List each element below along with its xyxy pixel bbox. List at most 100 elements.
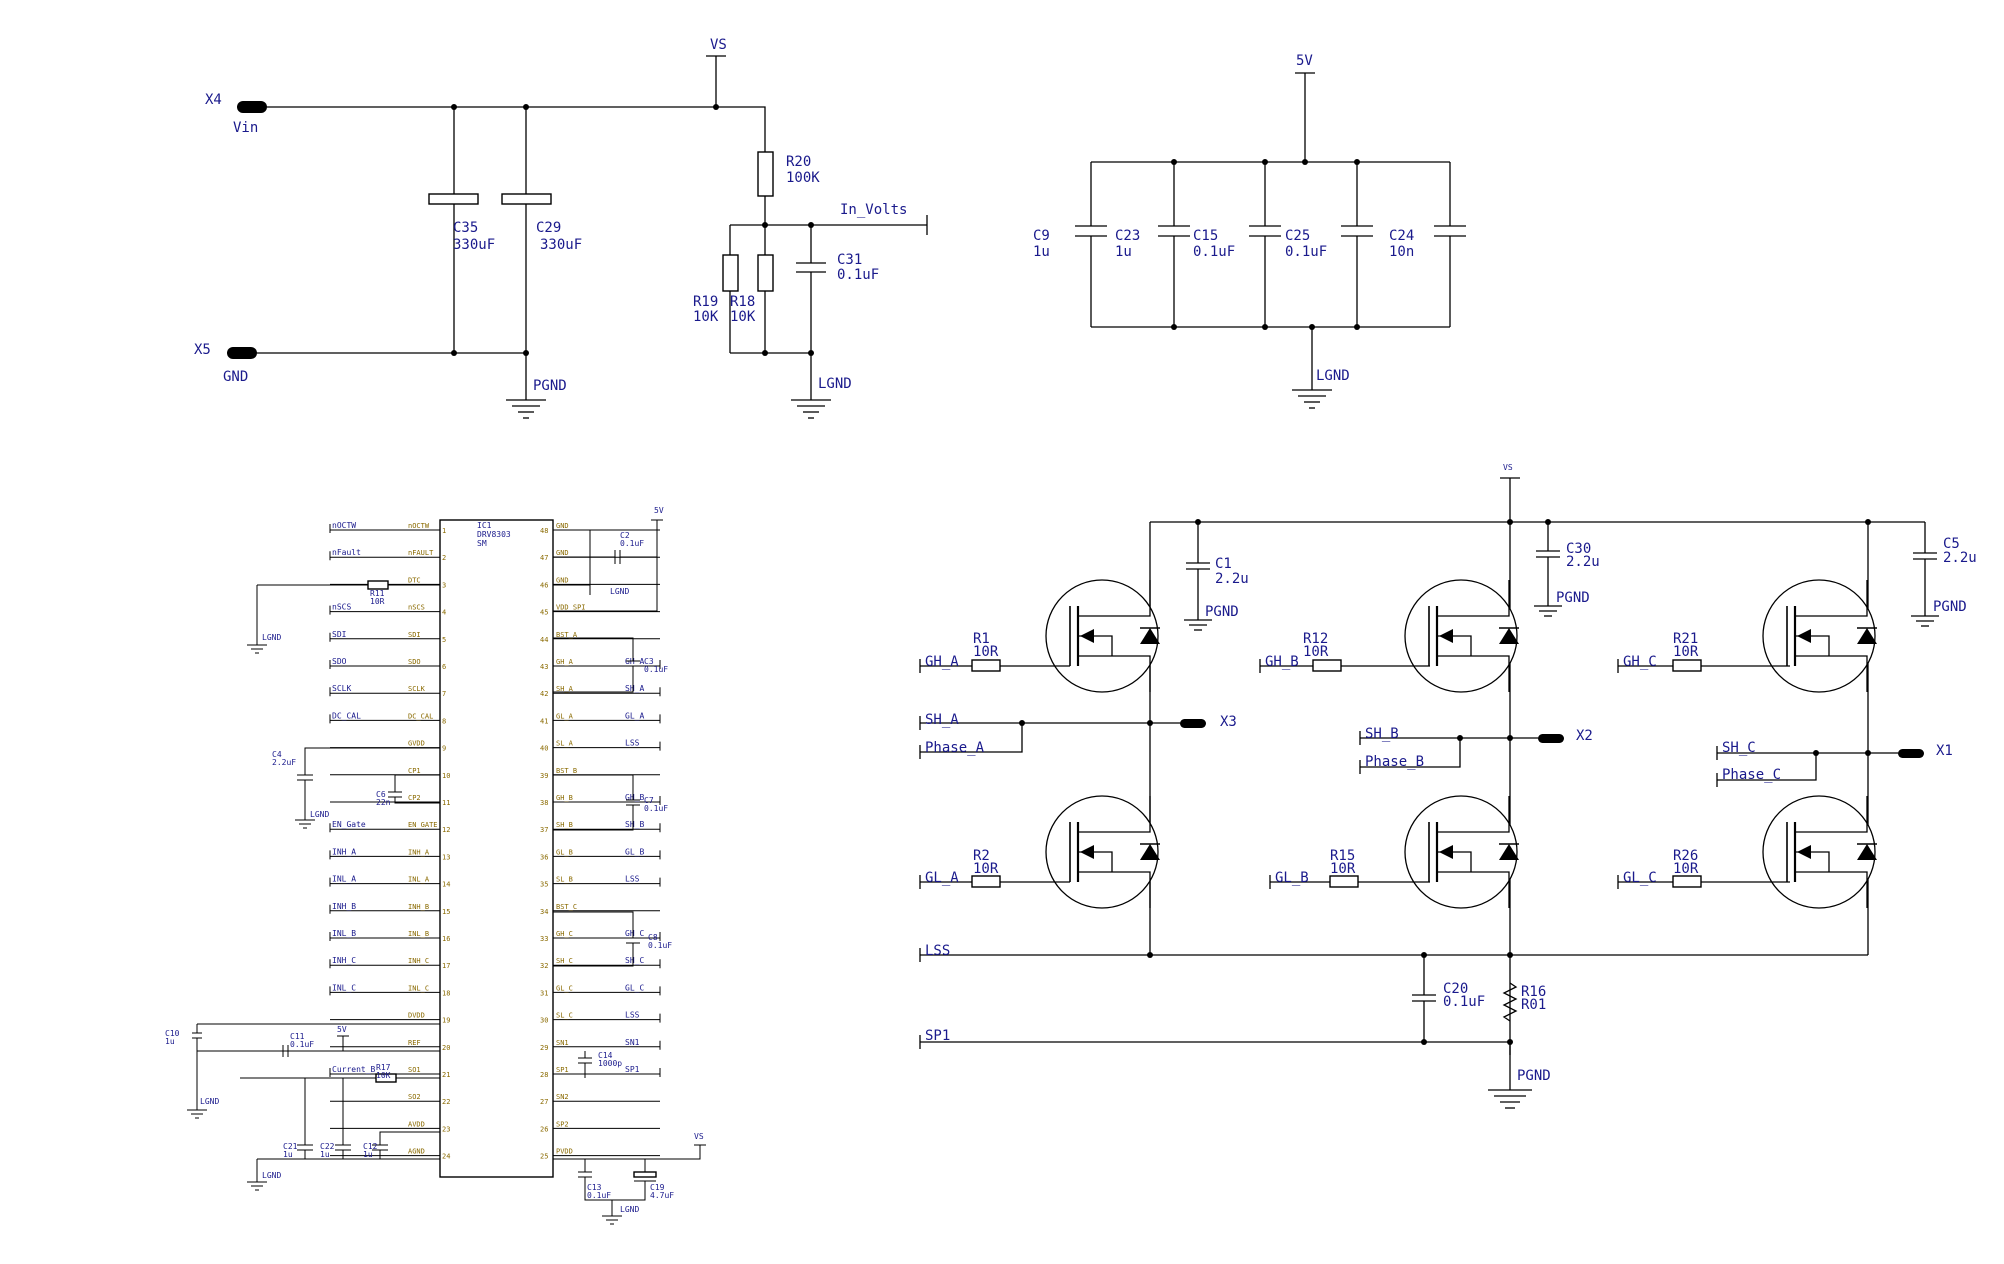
r11-value: 10R <box>370 597 385 606</box>
mosfet-q-c-high[interactable] <box>1762 579 1877 693</box>
mosfet-q-b-low[interactable] <box>1404 795 1519 909</box>
resistor-r15[interactable] <box>1329 875 1359 888</box>
ic1-pin-name-33: GH_C <box>556 930 573 938</box>
ic1-pin-name-4: nSCS <box>408 604 425 612</box>
resistor-r18[interactable] <box>757 254 774 292</box>
ic1-net-28: SP1 <box>625 1065 640 1074</box>
mosfet-q-c-low[interactable] <box>1762 795 1877 909</box>
resistor-r1[interactable] <box>971 659 1001 672</box>
c12-value: 1u <box>363 1150 373 1159</box>
phase-b-label: Phase_B <box>1365 754 1424 770</box>
connector-x5[interactable] <box>227 347 257 359</box>
mosfet-q-b-high[interactable] <box>1404 579 1519 693</box>
r19-ref: R19 <box>693 294 718 310</box>
gl-a-label: GL_A <box>925 870 959 886</box>
v5-label-ic: 5V <box>337 1025 347 1034</box>
mosfet-q-a-high[interactable] <box>1045 579 1160 693</box>
ic1-net-16: INL_B <box>332 929 356 938</box>
resistor-r26[interactable] <box>1672 875 1702 888</box>
pgnd-label-c1: PGND <box>1205 604 1239 620</box>
ic1-pin-num-35: 35 <box>540 881 548 889</box>
resistor-r11[interactable] <box>367 580 389 590</box>
ic1-pin-num-26: 26 <box>540 1125 548 1133</box>
connector-x2[interactable] <box>1538 734 1564 743</box>
r11-ref: R11 <box>370 589 385 598</box>
capacitor-c35[interactable] <box>428 193 479 205</box>
ic1-net-40: LSS <box>625 739 640 748</box>
resistor-r2[interactable] <box>971 875 1001 888</box>
capacitor-c5[interactable] <box>1913 522 1937 616</box>
ic1-net-21: Current_B <box>332 1065 376 1074</box>
r15-ref: R15 <box>1330 848 1355 864</box>
ic1-pin-num-47: 47 <box>540 554 548 562</box>
c23-value: 1u <box>1115 244 1132 260</box>
ground-symbol-c1 <box>1184 619 1212 631</box>
connector-x1[interactable] <box>1898 749 1924 758</box>
c13-value: 0.1uF <box>587 1191 611 1200</box>
ic1-pin-num-4: 4 <box>442 609 446 617</box>
c5-ref: C5 <box>1943 536 1960 552</box>
c10-value: 1u <box>165 1037 175 1046</box>
capacitor-c1[interactable] <box>1186 522 1210 620</box>
c10-ref: C10 <box>165 1029 180 1038</box>
ic1-pin-num-37: 37 <box>540 826 548 834</box>
c24-ref: C24 <box>1389 228 1414 244</box>
gl-b-label: GL_B <box>1275 870 1309 886</box>
ic1-net-14: INL_A <box>332 875 356 884</box>
gh-c-label: GH_C <box>1623 654 1657 670</box>
c6-value: 22n <box>376 798 391 807</box>
capacitor-c20[interactable] <box>1412 955 1436 1042</box>
capacitor-c25[interactable] <box>1341 162 1373 327</box>
resistor-r20[interactable] <box>757 151 774 197</box>
resistor-r12[interactable] <box>1312 659 1342 672</box>
ic1-pin-num-2: 2 <box>442 554 446 562</box>
x2-label: X2 <box>1576 728 1593 744</box>
ic1-pin-name-23: AVDD <box>408 1120 425 1128</box>
capacitor-c29[interactable] <box>501 193 552 205</box>
ic1-net-7: SCLK <box>332 684 351 693</box>
capacitor-c23[interactable] <box>1158 162 1190 327</box>
r1-value: 10R <box>973 644 999 660</box>
c19-value: 4.7uF <box>650 1191 674 1200</box>
capacitor-c15[interactable] <box>1249 162 1281 327</box>
capacitor-c30[interactable] <box>1536 522 1560 606</box>
r17-ref: R17 <box>376 1063 391 1072</box>
pgnd-label-c5: PGND <box>1933 599 1967 615</box>
gate-driver-section: IC1 DRV8303 SM nOCTW1nOCTWnFAULT2nFaultD… <box>165 506 706 1225</box>
ic1-net-29: SN1 <box>625 1038 640 1047</box>
ic1-pin-name-8: DC_CAL <box>408 712 433 720</box>
gh-a-label: GH_A <box>925 654 959 670</box>
c14-ref: C14 <box>598 1051 613 1060</box>
ic1-pin-num-33: 33 <box>540 935 548 943</box>
mosfet-q-a-low[interactable] <box>1045 795 1160 909</box>
c25-value: 0.1uF <box>1285 244 1327 260</box>
c22-value: 1u <box>320 1150 330 1159</box>
capacitor-c9[interactable] <box>1075 162 1107 327</box>
resistor-r21[interactable] <box>1672 659 1702 672</box>
ic1-net-15: INH_B <box>332 902 356 911</box>
ic1-pin-num-38: 38 <box>540 799 548 807</box>
connector-x4[interactable] <box>237 101 267 113</box>
c29-value: 330uF <box>540 237 582 253</box>
ic1-net-42: SH_A <box>625 684 644 693</box>
ic1-pin-num-21: 21 <box>442 1071 450 1079</box>
resistor-r19[interactable] <box>722 254 739 292</box>
lgnd-label-gnd48: LGND <box>610 587 629 596</box>
c8-value: 0.1uF <box>648 941 672 950</box>
c25-ref: C25 <box>1285 228 1310 244</box>
connector-x3[interactable] <box>1180 719 1206 728</box>
resistor-r16[interactable] <box>1502 982 1518 1022</box>
c21-ref: C21 <box>283 1142 298 1151</box>
ic1-body[interactable] <box>439 519 554 1178</box>
gh-b-label: GH_B <box>1265 654 1299 670</box>
ic1-pin-num-23: 23 <box>442 1125 450 1133</box>
c9-value: 1u <box>1033 244 1050 260</box>
c14-value: 1000p <box>598 1059 622 1068</box>
ground-symbol-pgnd <box>506 399 546 419</box>
capacitor-c24[interactable] <box>1434 162 1466 327</box>
ic1-pin-num-3: 3 <box>442 581 446 589</box>
ic1-net-1: nOCTW <box>332 521 356 530</box>
ic1-net-4: nSCS <box>332 603 351 612</box>
r16-ref: R16 <box>1521 984 1546 1000</box>
ic1-pin-num-5: 5 <box>442 636 446 644</box>
